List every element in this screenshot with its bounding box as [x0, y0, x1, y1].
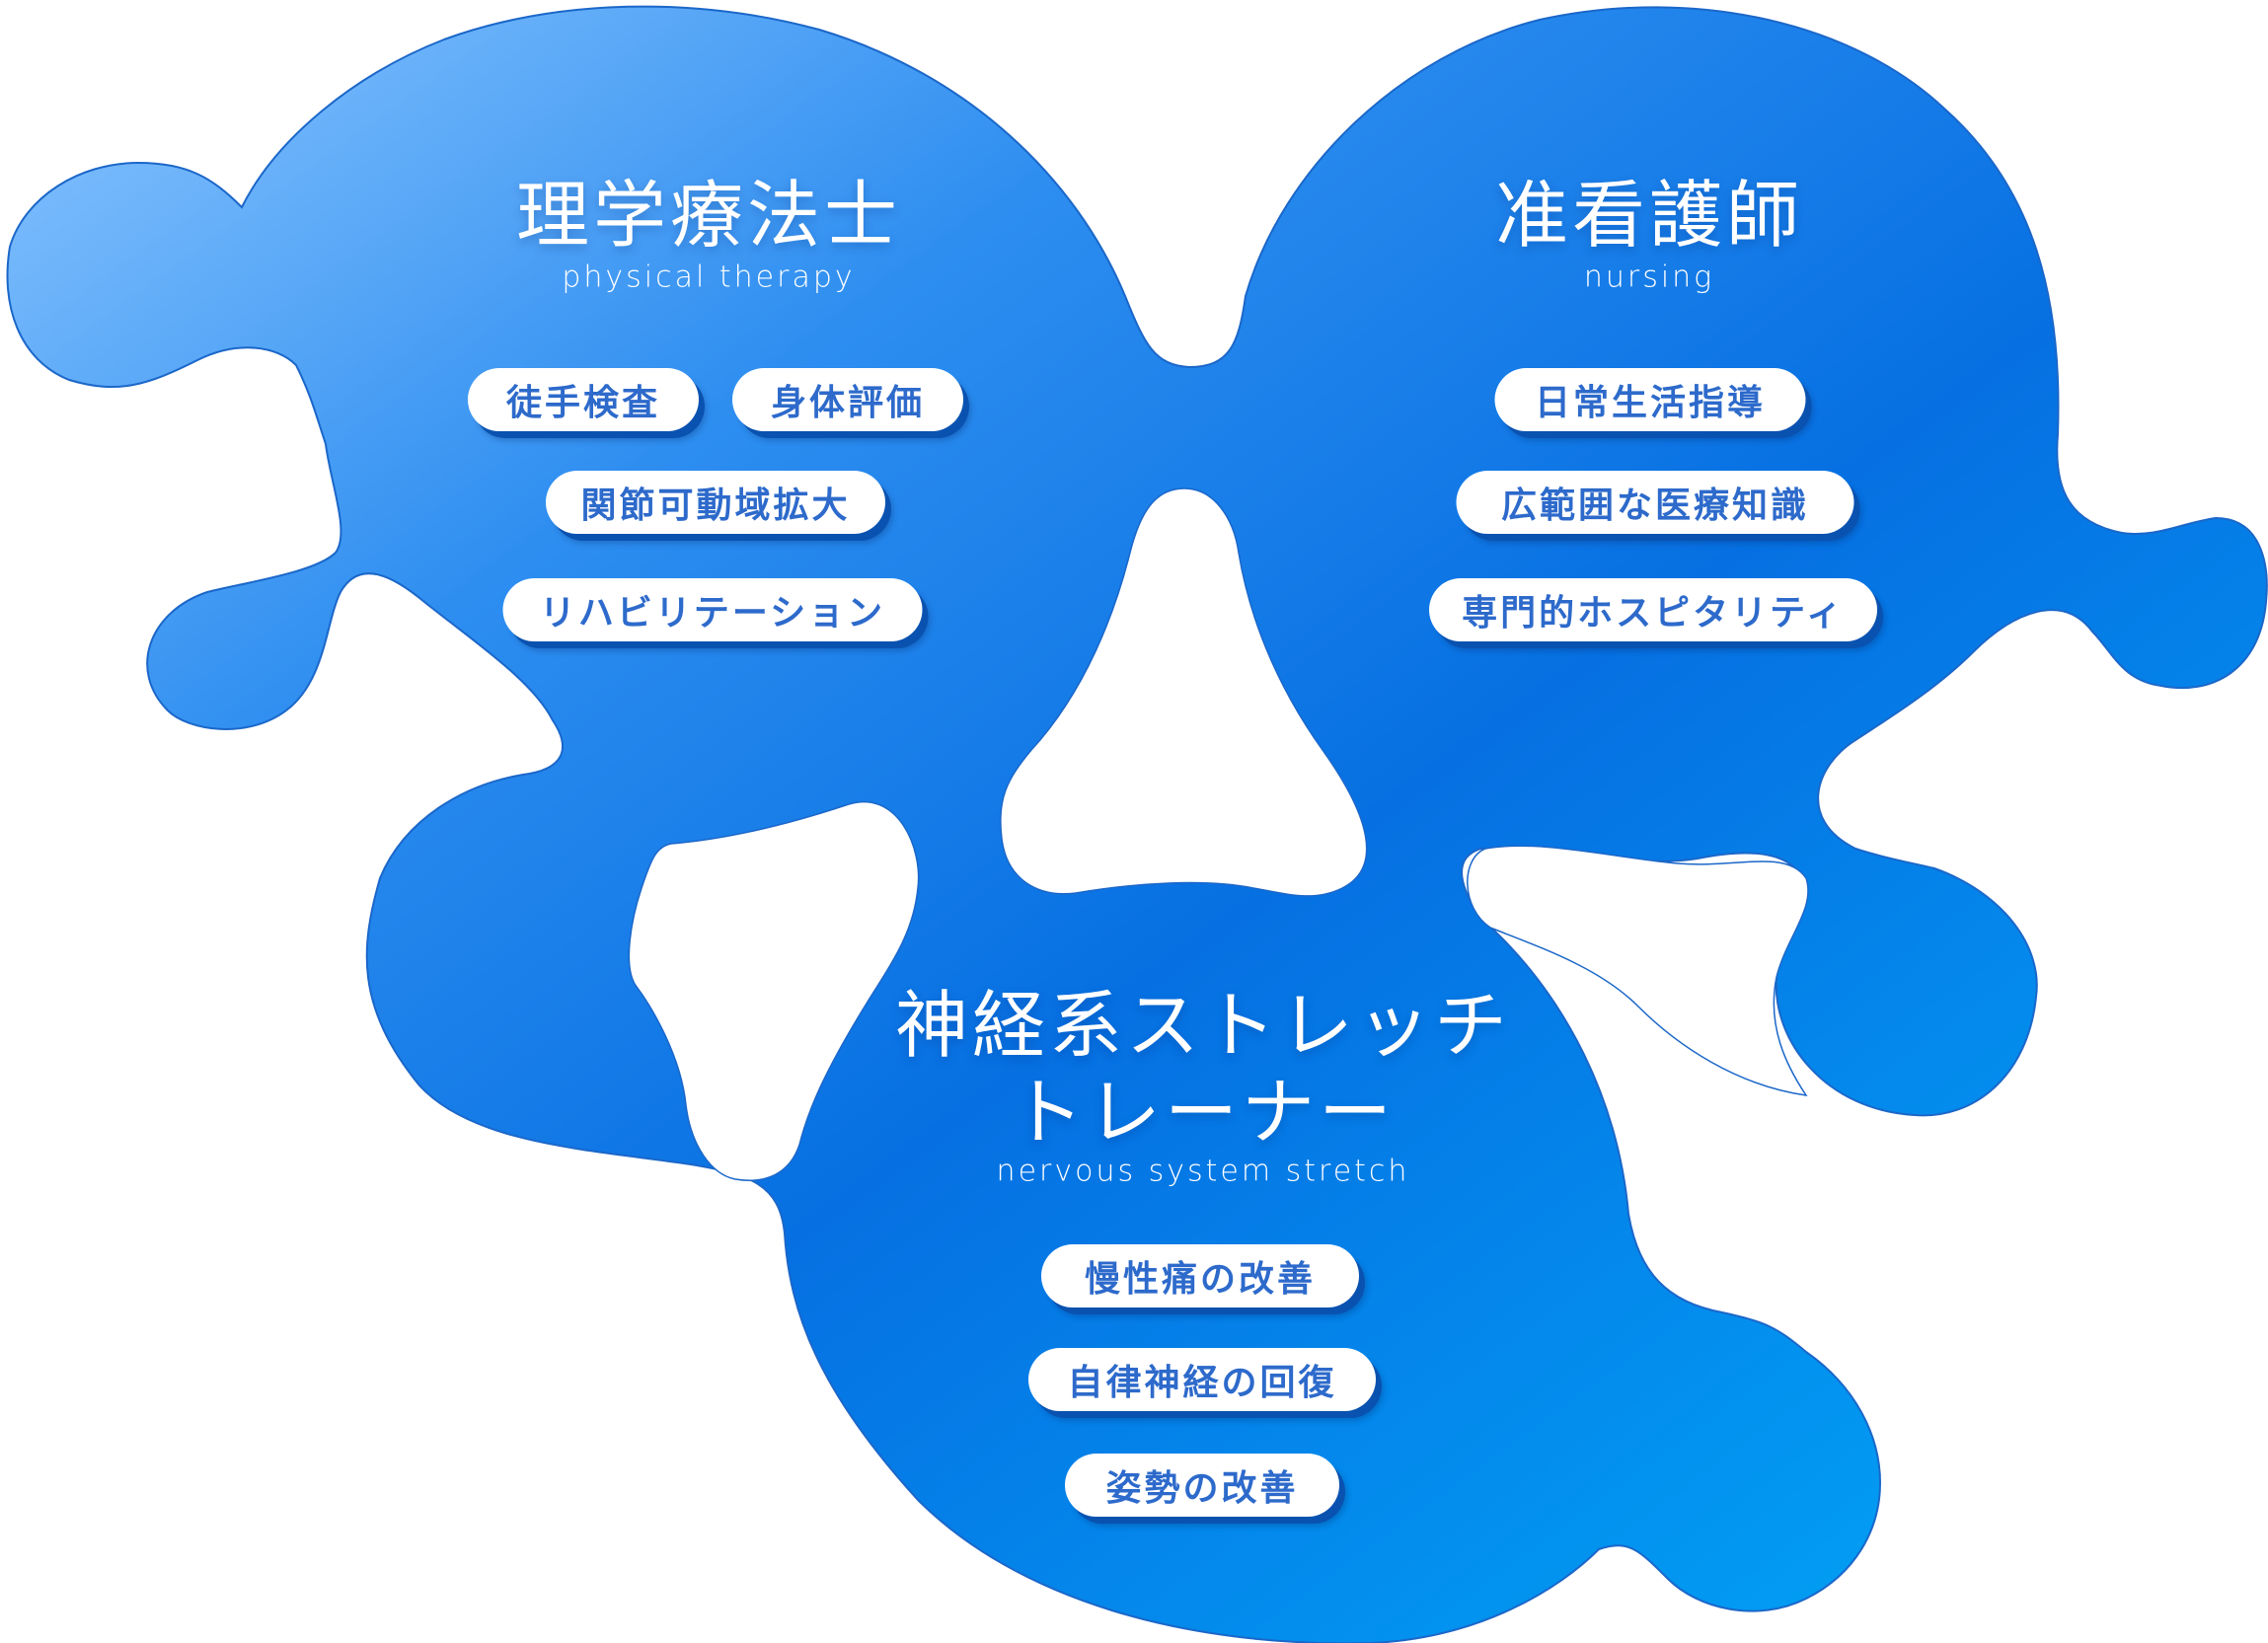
- skill-pill: 広範囲な医療知識: [1456, 471, 1854, 534]
- skill-pill: 関節可動域拡大: [546, 471, 885, 534]
- skill-pill: 身体評価: [732, 368, 963, 431]
- nursing-subtitle: nursing: [1583, 260, 1715, 295]
- skill-pill: 慢性痛の改善: [1041, 1244, 1359, 1307]
- nerve-stretch-title-line2: トレーナー: [1011, 1070, 1396, 1156]
- skill-pill: 自律神経の回復: [1028, 1348, 1376, 1411]
- nerve-stretch-subtitle: nervous system stretch: [996, 1154, 1410, 1189]
- skill-pill: 姿勢の改善: [1065, 1454, 1339, 1517]
- skill-pill: 専門的ホスピタリティ: [1429, 578, 1877, 641]
- skill-pill: 徒手検査: [468, 368, 699, 431]
- skill-pill: リハビリテーション: [502, 578, 923, 641]
- nerve-stretch-title-line1: 神経系ストレッチ: [895, 983, 1511, 1069]
- physical-therapy-subtitle: physical therapy: [562, 260, 856, 295]
- physical-therapy-title: 理学療法士: [516, 173, 901, 259]
- nursing-title: 准看護師: [1495, 173, 1803, 259]
- skill-pill: 日常生活指導: [1494, 368, 1806, 431]
